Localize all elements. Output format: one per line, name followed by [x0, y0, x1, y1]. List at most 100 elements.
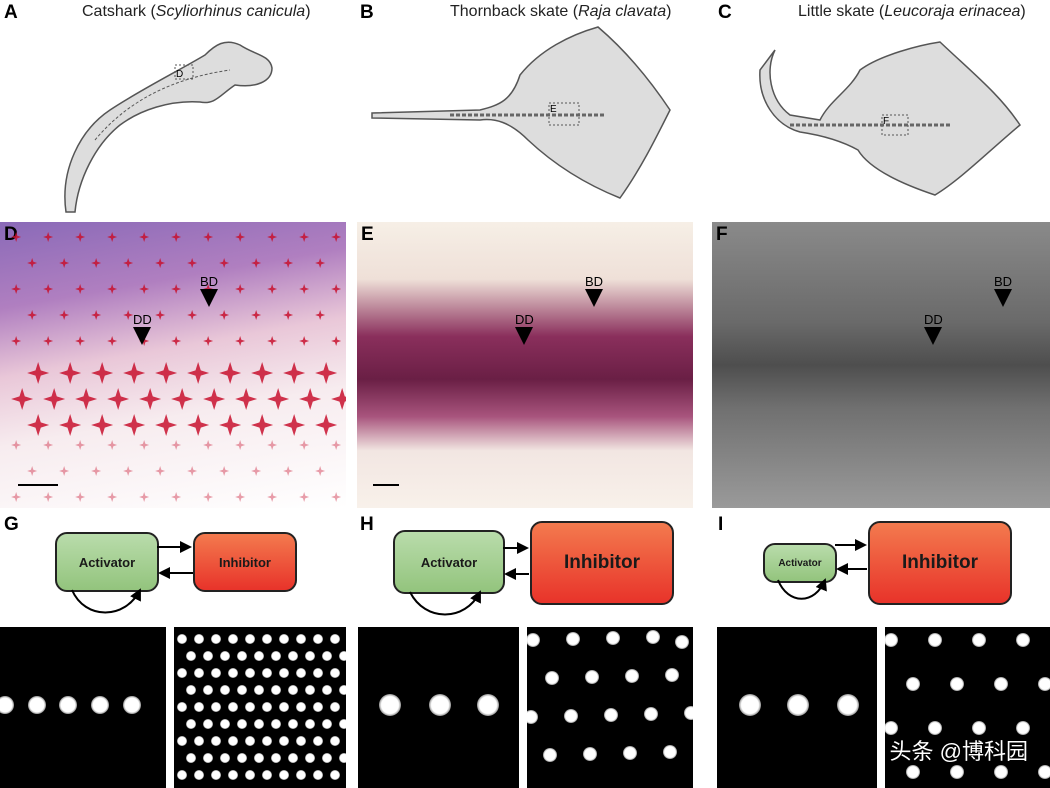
denticle	[331, 492, 342, 502]
denticle	[11, 284, 22, 294]
spot	[1038, 765, 1050, 779]
spot	[606, 631, 620, 645]
denticle	[171, 284, 182, 294]
spot	[906, 765, 920, 779]
denticle	[331, 336, 342, 346]
spot	[321, 719, 332, 729]
marker-label: BD	[994, 274, 1013, 289]
title-end: )	[1020, 3, 1026, 20]
panel-label-i: I	[718, 514, 724, 535]
spot	[270, 651, 281, 661]
spot	[338, 719, 349, 729]
spot	[321, 753, 332, 763]
spot	[972, 721, 986, 735]
arrowhead-icon	[200, 289, 219, 307]
spot	[646, 630, 660, 644]
denticle	[331, 284, 342, 294]
spot	[1016, 633, 1030, 647]
denticle	[43, 388, 66, 410]
simulation-initial-h	[358, 627, 519, 788]
denticle	[27, 466, 38, 476]
spot	[245, 770, 255, 780]
spot	[270, 719, 281, 729]
spot	[262, 668, 272, 678]
denticle	[299, 284, 310, 294]
denticle	[59, 258, 70, 268]
denticle	[315, 466, 326, 476]
spot	[202, 753, 213, 763]
panel-label-e: E	[361, 224, 374, 245]
marker-dd: DD	[924, 312, 943, 345]
panel-label-b: B	[360, 2, 374, 23]
spot	[526, 633, 540, 647]
title-common: Little skate (	[798, 3, 885, 20]
denticle	[331, 388, 346, 410]
spot	[236, 651, 247, 661]
denticle	[171, 440, 182, 450]
denticle	[187, 362, 210, 384]
spot	[211, 770, 221, 780]
spot	[236, 685, 247, 695]
spot	[313, 702, 323, 712]
spot	[0, 696, 14, 714]
denticle	[75, 440, 86, 450]
spot	[313, 770, 323, 780]
spot	[524, 710, 538, 724]
spot	[211, 668, 221, 678]
spot	[219, 719, 230, 729]
denticle	[315, 362, 338, 384]
denticle	[11, 492, 22, 502]
spot	[194, 668, 204, 678]
denticle	[91, 310, 102, 320]
spot	[202, 719, 213, 729]
denticle	[59, 466, 70, 476]
spot	[304, 719, 315, 729]
spot	[477, 694, 499, 716]
arrowhead-icon	[515, 327, 534, 345]
marker-label: DD	[133, 312, 152, 327]
title-catshark: Catshark (Scyliorhinus canicula)	[82, 3, 311, 21]
spot	[564, 709, 578, 723]
denticle	[283, 258, 294, 268]
spot	[287, 651, 298, 661]
denticle	[155, 414, 178, 436]
simulation-initial-g	[0, 627, 166, 788]
denticle	[203, 232, 214, 242]
denticle	[203, 440, 214, 450]
denticle	[219, 414, 242, 436]
title-thornback: Thornback skate (Raja clavata)	[450, 3, 671, 21]
denticle	[155, 362, 178, 384]
marker-bd: BD	[585, 274, 603, 307]
denticle	[251, 466, 262, 476]
scale-bar	[373, 484, 399, 486]
spot	[321, 685, 332, 695]
spot	[583, 747, 597, 761]
spot	[270, 753, 281, 763]
spot	[287, 685, 298, 695]
denticle	[123, 362, 146, 384]
spot	[787, 694, 809, 716]
denticle	[59, 414, 82, 436]
spot	[884, 633, 898, 647]
marker-label: DD	[515, 312, 534, 327]
spot	[262, 736, 272, 746]
spot	[253, 719, 264, 729]
spot	[219, 753, 230, 763]
simulation-pattern-g	[174, 627, 349, 788]
denticle	[235, 440, 246, 450]
denticle	[91, 466, 102, 476]
box-label-d: D	[176, 69, 183, 80]
spot	[330, 736, 340, 746]
spot	[219, 685, 230, 695]
spot	[304, 651, 315, 661]
spot	[194, 770, 204, 780]
denticle	[267, 388, 290, 410]
denticle	[251, 258, 262, 268]
spot	[296, 770, 306, 780]
spot	[228, 668, 238, 678]
denticle	[187, 414, 210, 436]
spot	[270, 685, 281, 695]
denticle	[235, 284, 246, 294]
panel-label-d: D	[4, 224, 18, 245]
